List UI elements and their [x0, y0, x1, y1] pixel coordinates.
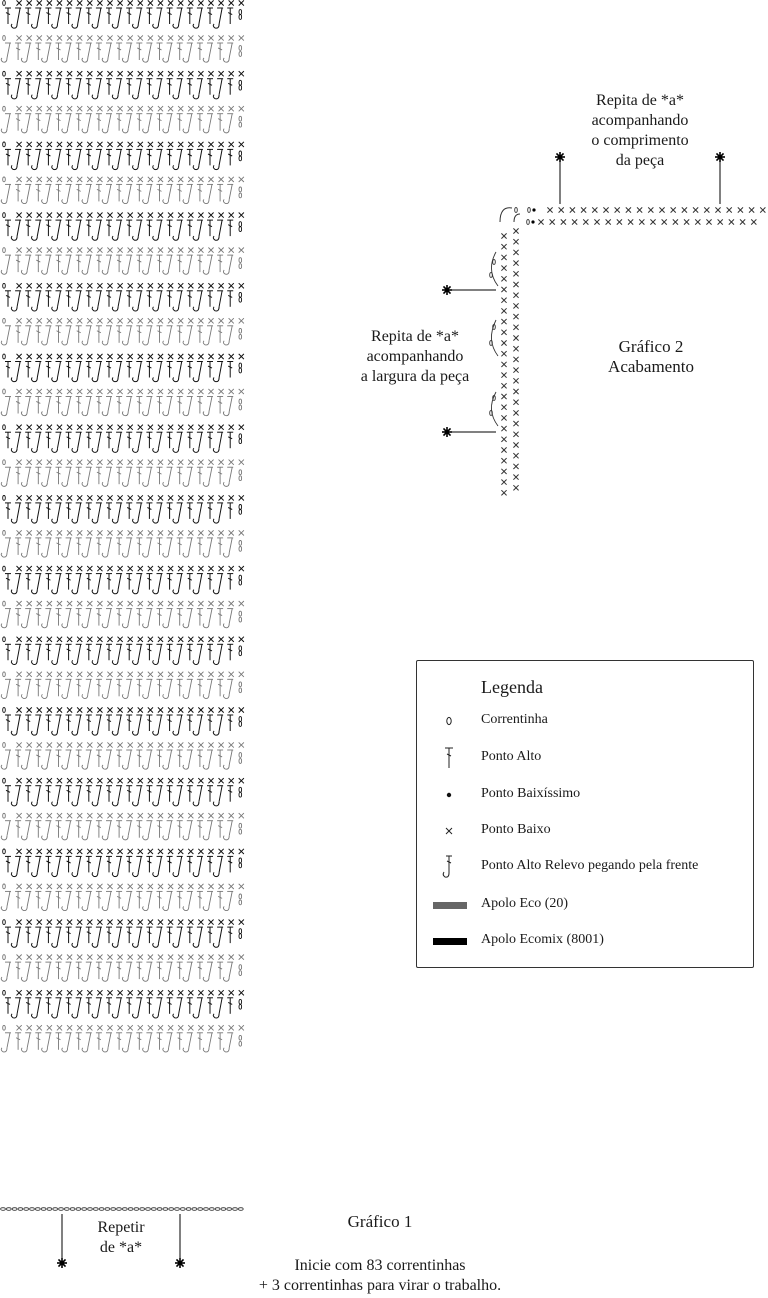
stitch-row-group: [0, 848, 245, 912]
legend-label-double-crochet: Ponto Alto: [481, 749, 542, 764]
repeat-length-line3: o comprimento: [591, 132, 689, 149]
repeat-markers: [57, 1214, 185, 1268]
chart2-title-line2: Acabamento: [608, 357, 694, 376]
legend-label-black-yarn: Apolo Ecomix (8001): [481, 932, 604, 947]
chain-icon: [446, 716, 452, 726]
stitch-row-group: [0, 777, 245, 841]
legend-label-gray-yarn: Apolo Eco (20): [481, 896, 569, 911]
start-line2: + 3 correntinhas para virar o trabalho.: [258, 1277, 502, 1294]
stitch-row-group: [0, 212, 245, 275]
foundation-chain: [0, 1207, 244, 1211]
chart2-title-line1: Gráfico 2: [618, 337, 684, 356]
legend-item-front-post: Ponto Alto Relevo pegando pela frente: [417, 855, 753, 879]
repeat-length-label: Repita de *a* acompanhando o comprimento…: [560, 91, 720, 171]
gray-yarn-swatch: [433, 902, 467, 909]
repeat-length-line1: Repita de *a*: [596, 92, 684, 109]
legend-item-single-crochet: Ponto Baixo: [417, 819, 753, 843]
repeat-width-line2: acompanhando: [366, 348, 464, 365]
stitch-row-group: [0, 424, 245, 487]
stitch-row-group: [0, 282, 245, 346]
stitch-row-group: [0, 989, 245, 1053]
double-crochet-icon: [445, 747, 453, 768]
black-yarn-swatch: [433, 938, 467, 945]
legend-label-slip-stitch: Ponto Baixíssimo: [481, 786, 581, 801]
finishing-border: [489, 207, 766, 496]
legend-item-gray-yarn: Apolo Eco (20): [417, 893, 753, 917]
stitch-row-group: [0, 707, 245, 770]
repeat-length-line4: da peça: [615, 152, 665, 169]
chart2-title: Gráfico 2 Acabamento: [586, 337, 716, 377]
repeat-width-line3: a largura da peça: [360, 368, 470, 385]
stitch-row-group: [0, 919, 245, 982]
repeat-label: Repetir de *a*: [76, 1218, 166, 1258]
slip-stitch-icon: [446, 792, 452, 798]
stitch-row-group: [0, 70, 245, 134]
chart1-caption: Gráfico 1: [347, 1212, 413, 1231]
legend-label-chain: Correntinha: [481, 712, 548, 727]
repeat-width-line1: Repita de *a*: [371, 328, 459, 345]
legend-item-black-yarn: Apolo Ecomix (8001): [417, 929, 753, 953]
single-crochet-icon: [445, 827, 453, 835]
stitch-row-group: [0, 141, 245, 205]
front-post-double-crochet-icon: [442, 855, 452, 878]
chart2-repeat-markers: [442, 152, 725, 437]
legend-item-double-crochet: Ponto Alto: [417, 746, 753, 770]
stitch-row-group: [0, 636, 245, 699]
stitch-row-group: [0, 494, 245, 558]
repeat-length-line2: acompanhando: [591, 112, 689, 129]
legend-item-slip-stitch: Ponto Baixíssimo: [417, 783, 753, 807]
legend-box: Legenda Correntinha Ponto Alto Ponto Bai…: [416, 660, 754, 968]
start-instructions: Inicie com 83 correntinhas + 3 correntin…: [200, 1256, 560, 1296]
legend-title: Legenda: [481, 677, 543, 697]
repeat-label-line2: de *a*: [99, 1239, 143, 1256]
stitch-row-group: [0, 0, 245, 63]
stitch-row-group: [0, 353, 245, 417]
legend-label-single-crochet: Ponto Baixo: [481, 822, 551, 837]
stitch-row-group: [0, 565, 245, 629]
start-line1: Inicie com 83 correntinhas: [294, 1257, 466, 1274]
repeat-label-line1: Repetir: [97, 1219, 145, 1236]
legend-label-front-post: Ponto Alto Relevo pegando pela frente: [481, 858, 699, 873]
repeat-width-label: Repita de *a* acompanhando a largura da …: [335, 327, 495, 387]
legend-item-chain: Correntinha: [417, 709, 753, 733]
